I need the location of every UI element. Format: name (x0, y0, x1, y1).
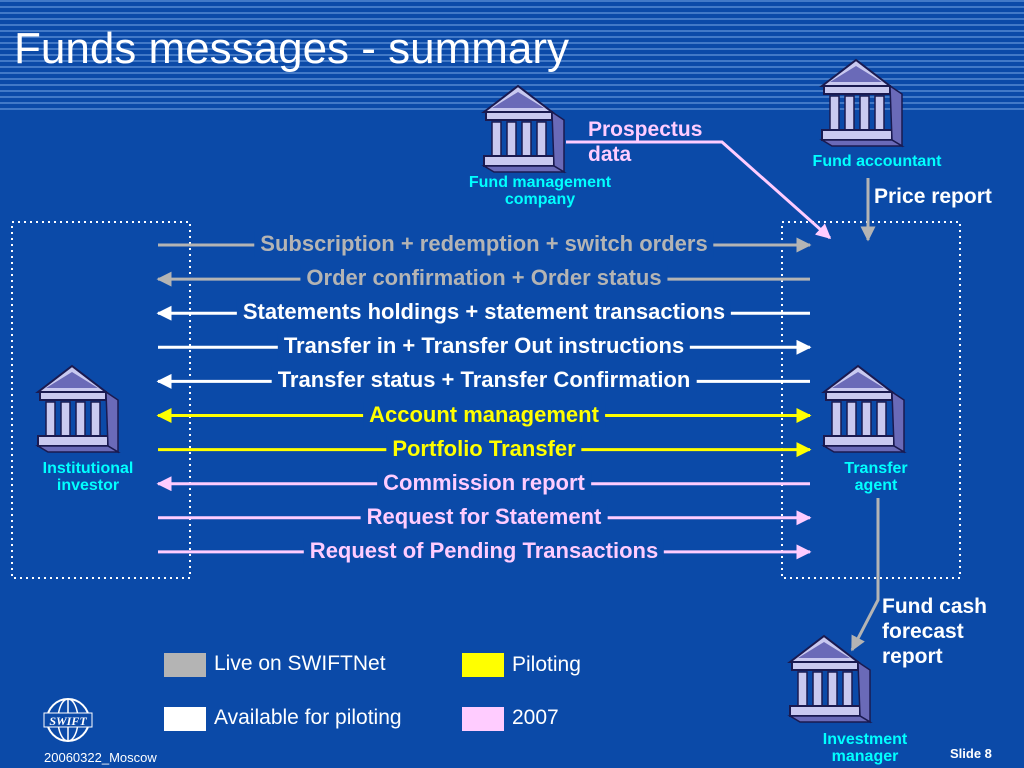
message-label-6: Portfolio Transfer (386, 435, 582, 462)
fund-accountant-label: Fund accountant (812, 153, 942, 170)
prospectus-label: Prospectus data (588, 118, 703, 166)
prospectus-arrow (566, 140, 832, 240)
page-title: Funds messages - summary (14, 24, 570, 73)
transfer-agent-building-icon (823, 365, 905, 453)
transfer-agent-label: Transfer agent (844, 460, 908, 494)
fund-accountant-building-icon (821, 59, 903, 147)
investment-manager-label: Investment manager (822, 731, 908, 765)
institutional-investor-label: Institutional investor (42, 460, 134, 494)
svg-text:SWIFT: SWIFT (49, 714, 87, 728)
investor-box (11, 221, 191, 579)
legend-label-available: Available for piloting (214, 706, 402, 729)
investment-manager-building-icon (789, 635, 871, 723)
message-label-1: Order confirmation + Order status (300, 265, 668, 292)
legend-swatch-piloting (462, 653, 504, 677)
footer-left: 20060322_Moscow (44, 750, 157, 765)
legend-label-live: Live on SWIFTNet (214, 652, 386, 675)
message-label-7: Commission report (377, 469, 591, 496)
fund-management-label: Fund management company (468, 174, 612, 208)
cash-forecast-arrow (850, 498, 880, 652)
transfer-agent-box (781, 221, 961, 579)
message-label-3: Transfer in + Transfer Out instructions (277, 333, 691, 360)
legend-label-piloting: Piloting (512, 653, 581, 676)
message-label-9: Request of Pending Transactions (303, 537, 665, 564)
legend-swatch-2007 (462, 707, 504, 731)
message-label-5: Account management (363, 401, 605, 428)
institutional-investor-building-icon (37, 365, 119, 453)
fund-management-building-icon (483, 85, 565, 173)
legend-swatch-live (164, 653, 206, 677)
message-label-2: Statements holdings + statement transact… (236, 299, 732, 326)
message-label-4: Transfer status + Transfer Confirmation (271, 367, 697, 394)
message-label-8: Request for Statement (360, 503, 608, 530)
legend-swatch-available (164, 707, 206, 731)
price-report-label: Price report (874, 185, 992, 208)
cash-forecast-label: Fund cash forecast report (882, 595, 988, 668)
message-label-0: Subscription + redemption + switch order… (254, 231, 714, 257)
footer-right: Slide 8 (950, 746, 992, 761)
legend-label-2007: 2007 (512, 706, 559, 729)
swift-logo: SWIFT (43, 698, 93, 742)
